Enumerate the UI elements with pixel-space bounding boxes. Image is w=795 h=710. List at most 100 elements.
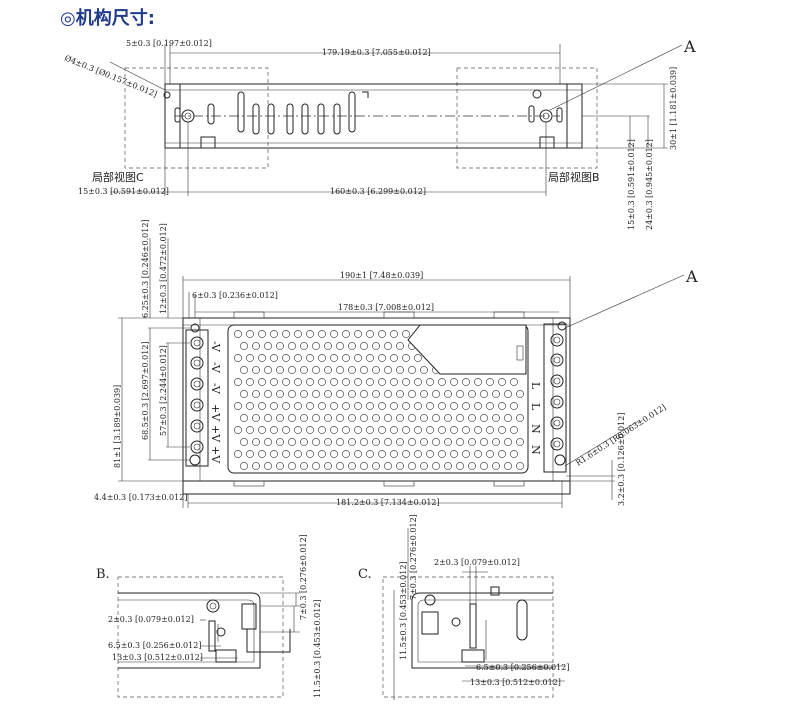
dim-hole-span: 179.19±0.3 [7.055±0.012] <box>322 48 431 57</box>
vent-hole <box>330 426 338 434</box>
vent-hole <box>276 366 284 374</box>
vent-hole <box>276 414 284 422</box>
vent-hole <box>336 366 344 374</box>
vent-hole <box>492 390 500 398</box>
vent-hole <box>498 450 506 458</box>
vent-hole <box>276 438 284 446</box>
vent-hole <box>372 390 380 398</box>
vent-hole <box>276 342 284 350</box>
vent-hole <box>516 438 524 446</box>
vent-hole <box>480 390 488 398</box>
vent-hole <box>234 378 242 386</box>
vent-hole <box>462 402 470 410</box>
vent-hole <box>498 378 506 386</box>
detail-b: B. 2±0.3 [0.079±0.012] 6.5±0.3 [0.256±0.… <box>96 534 322 698</box>
partial-view-b-box <box>456 67 598 169</box>
vent-hole <box>282 450 290 458</box>
vent-hole <box>342 402 350 410</box>
vent-hole <box>432 462 440 470</box>
vent-hole <box>408 366 416 374</box>
vent-hole <box>318 354 326 362</box>
left-terminal-3: -V <box>209 383 222 395</box>
vent-hole <box>378 378 386 386</box>
left-terminal-4: +V <box>209 404 222 422</box>
vent-hole <box>510 378 518 386</box>
vent-hole <box>456 390 464 398</box>
vent-hole <box>360 414 368 422</box>
vent-hole <box>240 414 248 422</box>
vent-hole <box>354 402 362 410</box>
vent-hole <box>318 378 326 386</box>
detail-b-box <box>117 576 284 698</box>
vent-hole <box>378 330 386 338</box>
vent-hole <box>324 414 332 422</box>
vent-hole <box>300 438 308 446</box>
left-terminal-6: +V <box>209 446 222 464</box>
dim-181-2: 181.2±0.3 [7.134±0.012] <box>336 498 440 507</box>
detail-c-label: C. <box>358 567 372 582</box>
vent-hole <box>246 426 254 434</box>
page-title: ◎机构尺寸: <box>60 8 155 29</box>
vent-hole <box>330 354 338 362</box>
right-foot <box>539 136 555 149</box>
vent-hole <box>492 414 500 422</box>
vent-hole <box>390 402 398 410</box>
vent-hole <box>348 438 356 446</box>
vent-hole <box>486 450 494 458</box>
vent-hole <box>300 462 308 470</box>
vent-hole <box>510 450 518 458</box>
vent-hole <box>342 378 350 386</box>
vent-hole <box>348 414 356 422</box>
vent-hole <box>252 390 260 398</box>
vent-hole <box>360 342 368 350</box>
vent-hole <box>312 438 320 446</box>
vent-hole <box>282 330 290 338</box>
vent-hole <box>438 378 446 386</box>
vent-hole <box>270 354 278 362</box>
vent-hole <box>372 438 380 446</box>
vent-hole <box>438 402 446 410</box>
vent-hole <box>366 450 374 458</box>
vent-hole <box>300 342 308 350</box>
detail-b-screw <box>206 599 220 613</box>
vent-hole <box>372 366 380 374</box>
right-terminal-1: L <box>529 382 542 390</box>
detail-c: C. 2±0.3 [0.079±0.012] 7±0.3 [0.276±0.01… <box>358 514 569 700</box>
vent-hole <box>270 450 278 458</box>
vent-hole <box>234 450 242 458</box>
vent-hole <box>234 402 242 410</box>
vent-hole <box>246 450 254 458</box>
right-terminal-2: L <box>529 403 542 411</box>
dim-6-25: 6.25±0.3 [0.246±0.012] <box>141 219 150 318</box>
vent-hole <box>462 426 470 434</box>
dim-hole-diameter: Ø4±0.3 [Ø0.157±0.012] <box>63 54 158 99</box>
vent-hole <box>318 402 326 410</box>
vent-hole <box>444 462 452 470</box>
vent-hole <box>258 378 266 386</box>
vent-hole <box>246 354 254 362</box>
vent-hole <box>372 342 380 350</box>
vent-hole <box>252 438 260 446</box>
partial-view-c-label: 局部视图C <box>92 170 144 184</box>
vent-hole <box>288 462 296 470</box>
vent-hole <box>324 390 332 398</box>
vent-hole <box>270 402 278 410</box>
vent-hole <box>306 450 314 458</box>
vent-hole <box>318 450 326 458</box>
vent-hole <box>366 402 374 410</box>
vent-hole <box>348 342 356 350</box>
front-view: -V -V -V +V +V +V L L N N 190±1 [7.4 <box>94 219 698 508</box>
vent-hole <box>402 402 410 410</box>
vent-hole <box>492 462 500 470</box>
vent-hole <box>450 450 458 458</box>
vent-hole <box>426 450 434 458</box>
vent-hole <box>432 414 440 422</box>
vent-hole <box>264 462 272 470</box>
dim-6: 6±0.3 [0.236±0.012] <box>192 291 278 300</box>
dim-bottom-span: 160±0.3 [6.299±0.012] <box>330 187 426 196</box>
vent-hole <box>414 354 422 362</box>
vent-hole <box>396 366 404 374</box>
callout-a-top: A <box>683 37 696 56</box>
vent-hole <box>384 462 392 470</box>
vent-hole <box>486 402 494 410</box>
